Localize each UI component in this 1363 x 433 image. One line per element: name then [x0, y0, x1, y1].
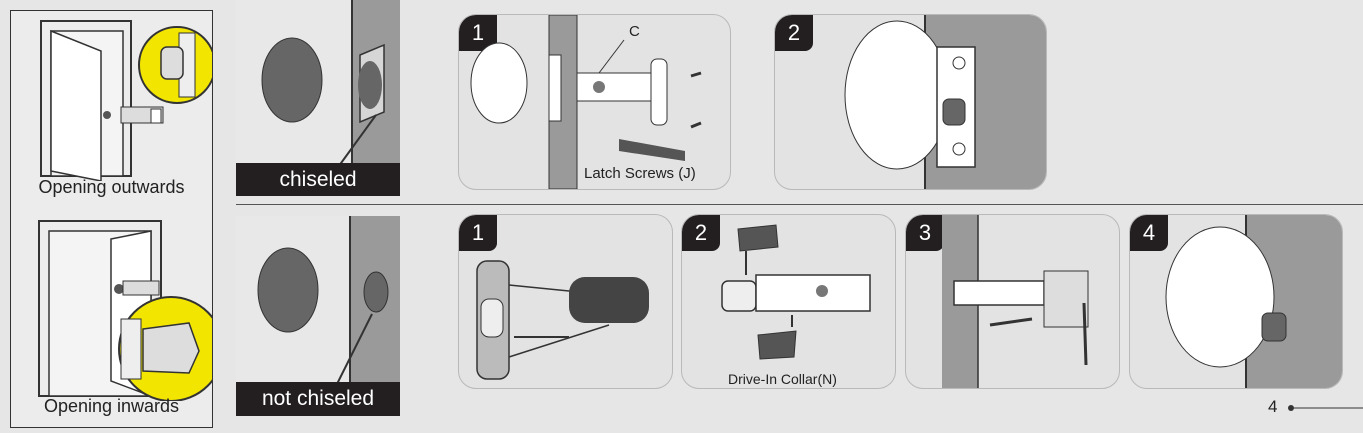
step-number: 4: [1130, 215, 1168, 251]
opening-inwards-label: Opening inwards: [43, 396, 180, 416]
step-number: 3: [906, 215, 944, 251]
latch-install-illustration: [470, 15, 702, 189]
not-chiseled-step-3-panel: 3: [905, 214, 1120, 389]
latch-in-door-illustration: [1165, 215, 1342, 388]
door-outwards-illustration: [40, 20, 212, 181]
section-divider: [236, 204, 1363, 205]
chiseled-step-2-panel: 2: [774, 14, 1047, 190]
step-number: 2: [775, 15, 813, 51]
callout-c-label: C: [629, 23, 640, 40]
drive-in-collar-caption: Drive-In Collar(N): [728, 371, 837, 387]
chiseled-step-1-panel: 1 C Latch Screws (J): [458, 14, 731, 190]
opening-outwards-label: Opening outwards: [38, 177, 185, 197]
insert-latch-illustration: [942, 215, 1089, 388]
not-chiseled-step-2-panel: 2 Drive-In Collar(N): [681, 214, 896, 389]
not-chiseled-step-4-panel: 4: [1129, 214, 1343, 389]
not-chiseled-label: not chiseled: [236, 382, 400, 416]
latch-installed-illustration: [844, 15, 1046, 189]
page-number: 4: [1268, 397, 1278, 416]
drive-in-collar-illustration: [721, 224, 871, 360]
door-inwards-illustration: [38, 220, 212, 401]
latch-screws-caption: Latch Screws (J): [584, 165, 696, 182]
step-number: 1: [459, 215, 497, 251]
remove-faceplate-illustration: [476, 260, 649, 380]
step-number: 2: [682, 215, 720, 251]
door-orientation-box: Opening outwards Opening inwards: [10, 10, 213, 428]
not-chiseled-step-1-panel: 1: [458, 214, 673, 389]
page-number-leader: [1287, 404, 1363, 412]
chiseled-label: chiseled: [236, 163, 400, 196]
